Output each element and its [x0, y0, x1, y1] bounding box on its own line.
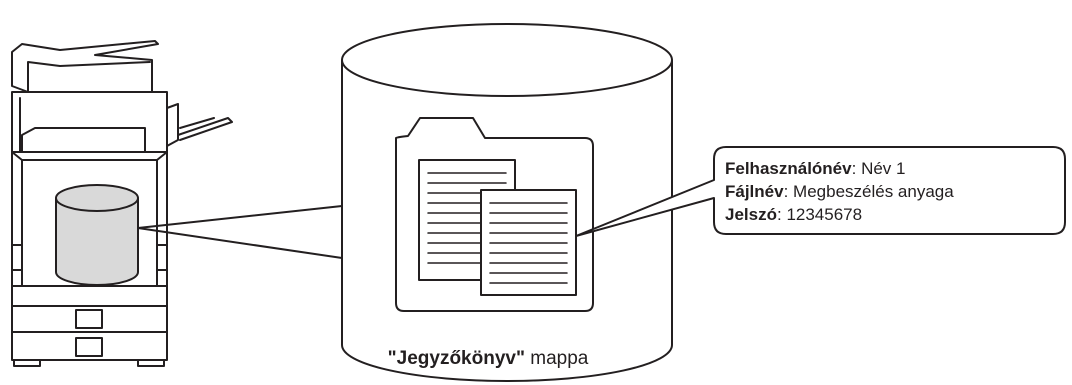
- password-value: 12345678: [786, 205, 862, 224]
- username-key: Felhasználónév: [725, 159, 852, 178]
- document-icon: [418, 159, 577, 296]
- filename-value: Megbeszélés anyaga: [793, 182, 954, 201]
- filename-key: Fájlnév: [725, 182, 784, 201]
- zoom-lines: [137, 205, 343, 259]
- callout-line-username: Felhasználónév: Név 1: [725, 159, 905, 178]
- folder-caption: "Jegyzőkönyv" mappa: [388, 348, 589, 369]
- folder-name: "Jegyzőkönyv": [388, 348, 525, 369]
- username-value: Név 1: [861, 159, 905, 178]
- password-key: Jelszó: [725, 205, 777, 224]
- storage-cylinder-icon: [55, 184, 139, 286]
- username-sep: :: [852, 159, 861, 178]
- callout-line-password: Jelszó: 12345678: [725, 205, 862, 224]
- folder-suffix: mappa: [525, 348, 589, 369]
- password-sep: :: [777, 205, 786, 224]
- filename-sep: :: [784, 182, 793, 201]
- callout-box: [575, 146, 1066, 237]
- callout-line-filename: Fájlnév: Megbeszélés anyaga: [725, 182, 954, 201]
